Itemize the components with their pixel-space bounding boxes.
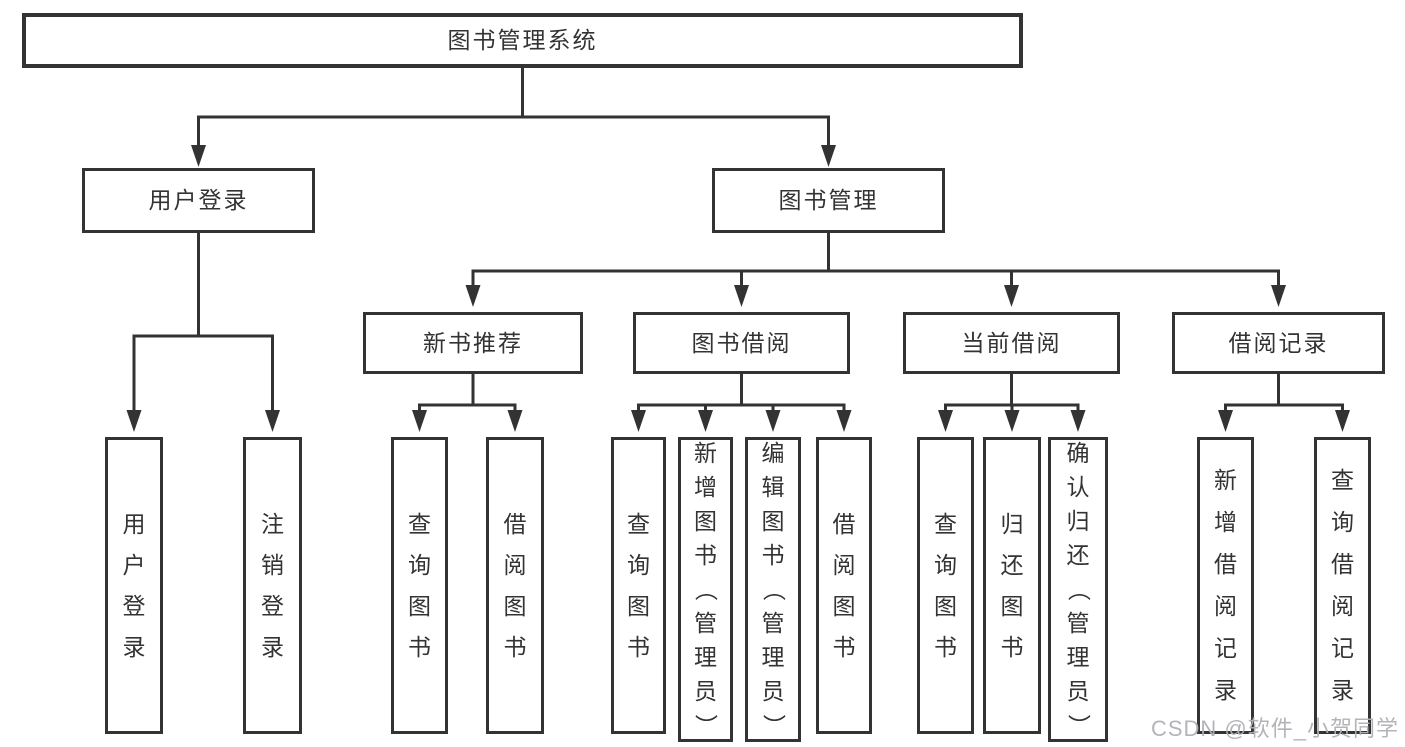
watermark-csdn: CSDN @软件_小贺同学 <box>1150 716 1399 741</box>
leaf-query-books-recommend: 查询图书 <box>391 437 448 734</box>
leaf-borrow-books-borrow: 借阅图书 <box>816 437 872 734</box>
node-borrow-records-label: 借阅记录 <box>1228 329 1329 356</box>
node-user-login-label: 用户登录 <box>148 187 249 213</box>
node-current-borrow-label: 当前借阅 <box>961 329 1062 356</box>
leaf-query-books-borrow: 查询图书 <box>611 437 666 734</box>
node-user-login: 用户登录 <box>82 168 315 233</box>
leaf-query-books-current: 查询图书 <box>917 437 974 734</box>
node-book-management-label: 图书管理 <box>778 187 879 213</box>
connector-rails <box>132 64 1344 414</box>
rail-borrow-children <box>637 403 846 414</box>
rail-user-login-children <box>132 334 274 414</box>
rail-level3 <box>471 269 1280 289</box>
node-borrow-records: 借阅记录 <box>1172 312 1385 374</box>
rail-level2 <box>197 115 830 149</box>
rail-recommend-children <box>418 403 517 414</box>
leaf-add-book-admin: 新增图书（管理员） <box>678 437 733 742</box>
leaf-add-borrow-record: 新增借阅记录 <box>1197 437 1254 734</box>
node-book-borrow: 图书借阅 <box>633 312 850 374</box>
root-node-library-management-system: 图书管理系统 <box>22 13 1023 68</box>
leaf-query-borrow-record: 查询借阅记录 <box>1314 437 1371 734</box>
leaf-borrow-books-recommend: 借阅图书 <box>486 437 544 734</box>
node-new-book-recommend-label: 新书推荐 <box>423 329 523 356</box>
root-node-label: 图书管理系统 <box>447 27 598 53</box>
leaf-logout: 注销登录 <box>243 437 302 734</box>
node-book-borrow-label: 图书借阅 <box>691 329 792 356</box>
node-current-borrow: 当前借阅 <box>903 312 1120 374</box>
rail-records-children <box>1224 403 1344 414</box>
node-new-book-recommend: 新书推荐 <box>363 312 583 374</box>
leaf-user-login: 用户登录 <box>105 437 163 734</box>
leaf-edit-book-admin: 编辑图书（管理员） <box>745 437 801 742</box>
leaf-return-book: 归还图书 <box>983 437 1041 734</box>
leaf-confirm-return-admin: 确认归还（管理员） <box>1048 437 1108 742</box>
node-book-management: 图书管理 <box>712 168 945 233</box>
arrowheads <box>126 145 1350 432</box>
